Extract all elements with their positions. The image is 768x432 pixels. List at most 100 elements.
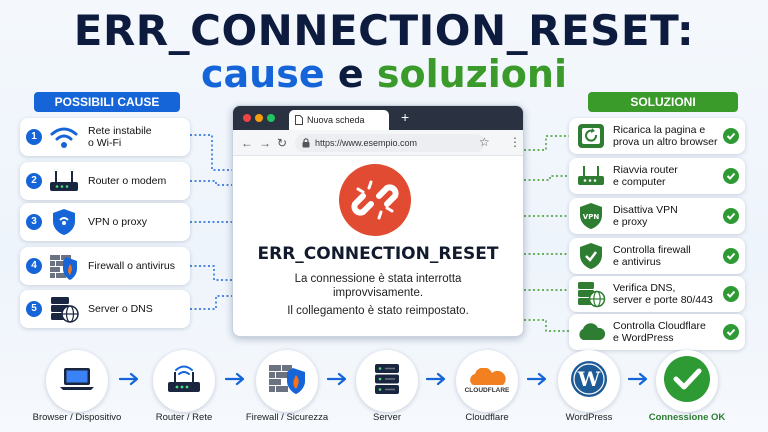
flow-node-wordpress: W: [558, 350, 620, 412]
reload-icon[interactable]: ↻: [277, 136, 288, 150]
solution-label: e computer: [613, 176, 666, 188]
server-globe-icon: [46, 293, 82, 325]
browser-tab[interactable]: Nuova scheda: [289, 110, 389, 130]
solution-label: e WordPress: [613, 332, 674, 344]
firewall-icon: [267, 361, 307, 402]
flow-node-server: [356, 350, 418, 412]
solution-item-5: Verifica DNS,server e porte 80/443: [569, 276, 745, 312]
lock-icon: [302, 138, 310, 148]
cause-label: Server o DNS: [88, 303, 153, 315]
minimize-dot-icon[interactable]: [255, 114, 263, 122]
flow-node-browser: [46, 350, 108, 412]
flow-label: Server: [373, 412, 401, 423]
cause-item-4: 4 Firewall o antivirus: [20, 247, 190, 285]
tab-label: Nuova scheda: [307, 115, 365, 125]
cause-item-3: 3 VPN o proxy: [20, 203, 190, 241]
arrow-right-icon: [426, 372, 446, 386]
router-icon: [575, 161, 607, 191]
flow-node-router: [153, 350, 215, 412]
url-text: https://www.esempio.com: [315, 138, 418, 148]
check-icon: [723, 128, 739, 144]
subtitle: cause e soluzioni: [0, 52, 768, 96]
browser-toolbar: ← → ↻ https://www.esempio.com ☆ ⋮: [233, 130, 523, 156]
solution-label: Ricarica la pagina e: [613, 124, 706, 136]
subtitle-soluzioni: soluzioni: [376, 52, 567, 96]
page-icon: [295, 115, 303, 125]
error-message-line: improvvisamente.: [332, 287, 424, 299]
maximize-dot-icon[interactable]: [267, 114, 275, 122]
server-globe-icon: [575, 279, 607, 309]
solution-label: Controlla Cloudflare: [613, 320, 706, 332]
cause-number: 5: [26, 301, 42, 317]
close-dot-icon[interactable]: [243, 114, 251, 122]
cloudflare-logo-text: CLOUDFLARE: [464, 387, 510, 394]
arrow-right-icon: [119, 372, 139, 386]
firewall-icon: [46, 250, 82, 282]
error-message: La connessione è stata interrotta improv…: [233, 272, 523, 300]
menu-icon[interactable]: ⋮: [509, 135, 521, 149]
check-icon: [723, 208, 739, 224]
solution-label: e antivirus: [613, 256, 661, 268]
svg-text:W: W: [577, 367, 601, 391]
wifi-icon: [46, 121, 82, 153]
browser-titlebar: Nuova scheda +: [233, 106, 523, 130]
check-icon: [723, 324, 739, 340]
error-code: ERR_CONNECTION_RESET: [257, 244, 499, 264]
flow-label: Firewall / Sicurezza: [245, 412, 329, 423]
cause-label: Rete instabile: [88, 125, 152, 137]
arrow-right-icon: [225, 372, 245, 386]
flow-node-cloudflare: CLOUDFLARE: [456, 350, 518, 412]
shield-check-icon: [575, 241, 607, 271]
error-message-line: La connessione è stata interrotta: [294, 273, 462, 285]
arrow-right-icon: [628, 372, 648, 386]
arrow-right-icon: [327, 372, 347, 386]
solutions-header: SOLUZIONI: [588, 92, 738, 112]
cloudflare-icon: CLOUDFLARE: [464, 368, 510, 394]
cause-number: 2: [26, 173, 42, 189]
cloud-icon: [575, 317, 607, 347]
flow-label: Router / Rete: [155, 412, 213, 423]
bookmark-star-icon[interactable]: ☆: [479, 135, 490, 149]
svg-text:VPN: VPN: [583, 213, 600, 221]
solution-label: Verifica DNS,: [613, 282, 676, 294]
cause-label: VPN o proxy: [88, 216, 147, 228]
wordpress-icon: W: [569, 359, 609, 404]
flow-node-firewall: [256, 350, 318, 412]
subtitle-cause: cause: [200, 52, 325, 96]
flow-node-ok: [656, 350, 718, 412]
broken-link-icon: [339, 164, 411, 236]
back-icon[interactable]: ←: [241, 136, 253, 150]
server-icon: [371, 362, 403, 401]
solution-label: server e porte 80/443: [613, 294, 713, 306]
check-icon: [723, 168, 739, 184]
main-title: ERR_CONNECTION_RESET:: [73, 6, 695, 55]
vpn-shield-icon: [46, 206, 82, 238]
cause-number: 3: [26, 214, 42, 230]
forward-icon[interactable]: →: [259, 136, 271, 150]
flow-label: Browser / Dispositivo: [32, 412, 122, 423]
solution-label: Riavvia router: [613, 164, 678, 176]
router-icon: [46, 165, 82, 197]
cause-item-5: 5 Server o DNS: [20, 290, 190, 328]
reload-icon: [575, 121, 607, 151]
solution-label: prova un altro browser: [613, 136, 718, 148]
address-bar[interactable]: https://www.esempio.com: [295, 134, 485, 152]
check-icon: [723, 248, 739, 264]
browser-window: Nuova scheda + ← → ↻ https://www.esempio…: [232, 105, 524, 337]
new-tab-icon[interactable]: +: [401, 109, 410, 125]
flow-label: WordPress: [565, 412, 613, 423]
cause-label: Router o modem: [88, 175, 167, 187]
cause-item-2: 2 Router o modem: [20, 162, 190, 200]
flow-label-ok: Connessione OK: [648, 412, 726, 423]
check-circle-icon: [662, 354, 712, 409]
subtitle-e: e: [337, 52, 364, 96]
check-icon: [723, 286, 739, 302]
solution-label: Disattiva VPN: [613, 204, 678, 216]
flow-label: Cloudflare: [465, 412, 509, 423]
